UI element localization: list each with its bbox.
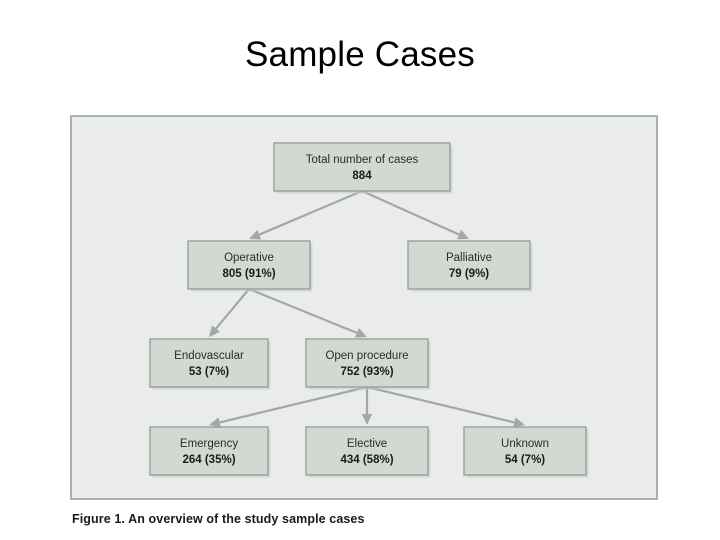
node-label: Palliative — [446, 252, 492, 264]
node-label: Endovascular — [174, 350, 244, 362]
flow-arrow-line — [215, 288, 250, 330]
node-box — [407, 240, 531, 290]
page-title: Sample Cases — [244, 35, 475, 74]
node-open: Open procedure 752 (93%) — [305, 338, 431, 390]
node-value: 752 (93%) — [340, 366, 393, 378]
node-label: Unknown — [501, 438, 549, 450]
flowchart-edges — [209, 189, 525, 428]
node-box — [463, 426, 587, 476]
flow-arrow-open-to-emergency — [209, 385, 368, 428]
node-value: 434 (58%) — [340, 454, 393, 466]
flow-arrow-line — [361, 189, 460, 236]
node-unknown: Unknown 54 (7%) — [463, 426, 589, 478]
node-label: Elective — [347, 438, 387, 450]
node-value: 53 (7%) — [189, 366, 229, 378]
node-value: 54 (7%) — [505, 454, 545, 466]
node-elective: Elective 434 (58%) — [305, 426, 431, 478]
node-label: Operative — [224, 252, 274, 264]
flow-arrow-line — [258, 189, 363, 236]
node-total: Total number of cases 884 — [273, 142, 453, 194]
flow-arrow-total-to-operative — [249, 189, 363, 240]
node-label: Emergency — [180, 438, 238, 450]
node-value: 264 (35%) — [182, 454, 235, 466]
node-endovascular: Endovascular 53 (7%) — [149, 338, 271, 390]
flow-arrow-operative-to-endovascular — [209, 288, 250, 337]
arrow-head-icon — [354, 328, 367, 338]
flow-arrow-total-to-palliative — [361, 189, 469, 240]
arrow-head-icon — [209, 325, 221, 337]
arrow-head-icon — [209, 417, 221, 428]
node-value: 79 (9%) — [449, 268, 489, 280]
arrow-head-icon — [249, 229, 262, 240]
node-label: Open procedure — [325, 350, 408, 362]
node-value: 805 (91%) — [222, 268, 275, 280]
node-box — [149, 426, 269, 476]
flow-arrow-open-to-unknown — [366, 385, 525, 428]
node-box — [149, 338, 269, 388]
arrow-head-icon — [513, 417, 525, 428]
arrow-head-icon — [456, 229, 469, 240]
figure-caption: Figure 1. An overview of the study sampl… — [72, 512, 365, 526]
node-palliative: Palliative 79 (9%) — [407, 240, 533, 292]
node-box — [305, 338, 429, 388]
node-value: 884 — [352, 170, 372, 182]
arrow-head-icon — [361, 414, 373, 425]
flow-arrow-open-to-elective — [361, 387, 373, 425]
flow-arrow-line — [248, 287, 358, 334]
node-label: Total number of cases — [306, 154, 419, 166]
flow-arrow-line — [366, 385, 515, 424]
node-box — [187, 240, 311, 290]
node-box — [273, 142, 451, 192]
node-operative: Operative 805 (91%) — [187, 240, 313, 292]
node-box — [305, 426, 429, 476]
figure-caption-text: An overview of the study sample cases — [125, 512, 365, 526]
figure-caption-prefix: Figure 1. — [72, 512, 125, 526]
flow-arrow-operative-to-open — [248, 287, 367, 338]
node-emergency: Emergency 264 (35%) — [149, 426, 271, 478]
flow-arrow-line — [219, 385, 368, 424]
